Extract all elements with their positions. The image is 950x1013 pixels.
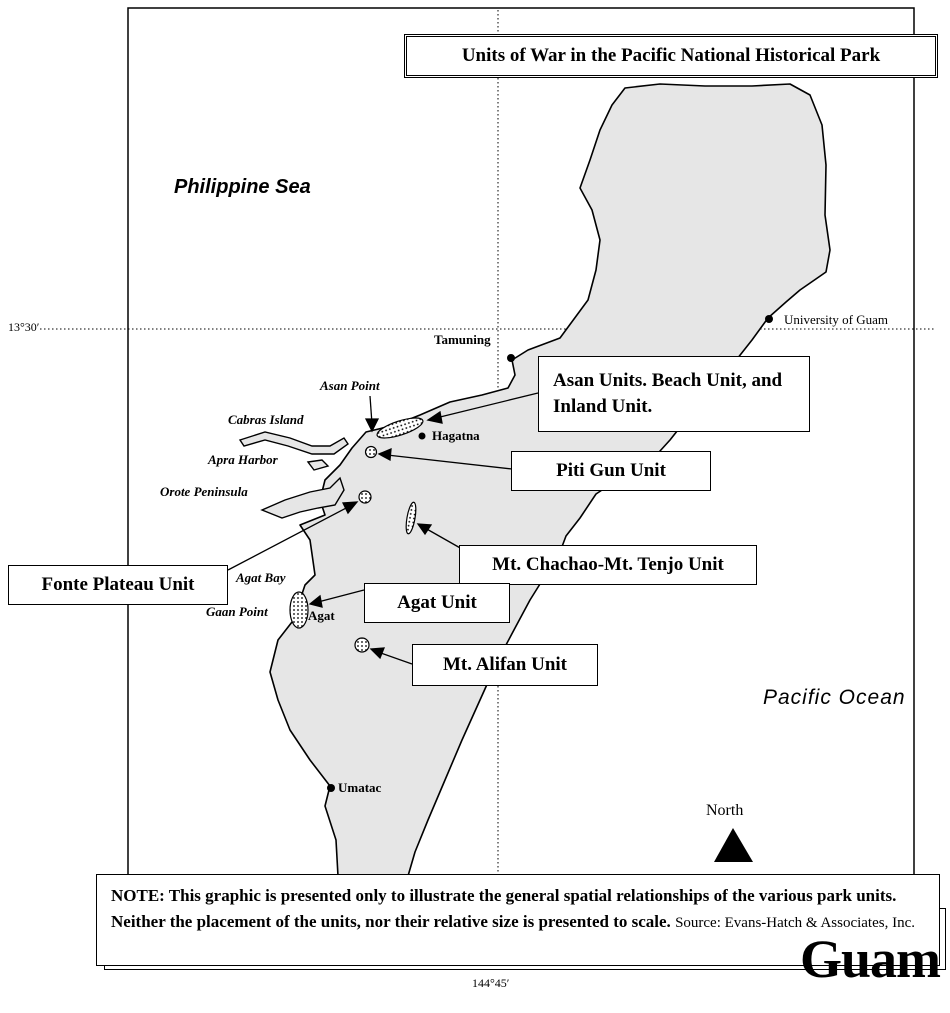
map-title: Units of War in the Pacific National His… <box>404 34 938 78</box>
chachao-arrow <box>424 527 463 550</box>
chachao-tenjo-unit-box: Mt. Chachao-Mt. Tenjo Unit <box>459 545 757 585</box>
tamuning-label: Tamuning <box>434 332 491 347</box>
longitude-label: 144°45′ <box>472 976 510 990</box>
fonte-plateau-unit-box: Fonte Plateau Unit <box>8 565 228 605</box>
mt-alifan-unit-box: Mt. Alifan Unit <box>412 644 598 686</box>
chachao-tenjo-unit-label: Mt. Chachao-Mt. Tenjo Unit <box>492 554 724 575</box>
agat-unit-box: Agat Unit <box>364 583 510 623</box>
fonte-plateau-unit-label: Fonte Plateau Unit <box>41 574 195 595</box>
cabras-island <box>238 431 349 455</box>
piti-arrow <box>386 454 513 470</box>
arrowhead <box>308 594 323 608</box>
asan-beach-unit-shape <box>376 417 424 439</box>
piti-gun-unit-shape <box>364 445 378 459</box>
hagatna-label: Hagatna <box>432 428 480 443</box>
arrowhead <box>377 447 392 462</box>
orote-peninsula <box>260 476 345 519</box>
north-arrow-icon <box>714 828 753 862</box>
agat-label: Agat <box>308 608 335 623</box>
note-source: Source: Evans-Hatch & Associates, Inc. <box>675 915 915 931</box>
fonte-plateau-unit-shape <box>358 490 372 504</box>
alifan-unit-shape <box>354 637 370 653</box>
university-dot <box>765 315 773 323</box>
agat-arrow <box>317 589 365 603</box>
hagatna-dot <box>418 432 426 440</box>
pacific-ocean-label: Pacific Ocean <box>763 686 906 709</box>
arrowhead <box>364 418 380 433</box>
fonte-arrow <box>227 505 351 571</box>
arrowhead <box>426 410 443 424</box>
umatac-label: Umatac <box>338 780 382 795</box>
note-text: NOTE: This graphic is presented only to … <box>111 886 897 931</box>
mt-alifan-unit-label: Mt. Alifan Unit <box>442 654 568 675</box>
chachao-tenjo-unit-shape <box>405 501 417 535</box>
piti-gun-unit-label: Piti Gun Unit <box>556 460 666 481</box>
orote-peninsula-label: Orote Peninsula <box>160 484 248 499</box>
tamuning-dot <box>507 354 515 362</box>
agat-unit-shape <box>289 591 309 629</box>
arrowhead <box>416 523 433 536</box>
apra-harbor-label: Apra Harbor <box>208 452 278 467</box>
note-box: NOTE: This graphic is presented only to … <box>96 874 940 966</box>
philippine-sea-label: Philippine Sea <box>174 176 311 198</box>
latitude-label: 13°30′ <box>8 320 40 334</box>
asan-point-label: Asan Point <box>320 378 380 393</box>
university-label: University of Guam <box>784 312 888 327</box>
island-name: Guam <box>800 929 941 989</box>
asan-units-arrow <box>435 392 539 419</box>
alifan-arrow <box>377 651 413 665</box>
agat-unit-label: Agat Unit <box>397 592 477 613</box>
gaan-point-label: Gaan Point <box>206 604 268 619</box>
arrowhead <box>341 501 359 515</box>
agat-bay-label: Agat Bay <box>236 570 286 585</box>
piti-gun-unit-box: Piti Gun Unit <box>511 451 711 491</box>
umatac-dot <box>327 784 335 792</box>
asan-units-box: Asan Units. Beach Unit, and Inland Unit. <box>538 356 810 432</box>
arrowhead <box>369 647 385 660</box>
cabras-island-label: Cabras Island <box>228 412 304 427</box>
apra-islet <box>306 459 330 471</box>
north-label: North <box>706 802 744 819</box>
asan-units-label: Asan Units. Beach Unit, and Inland Unit. <box>553 370 783 417</box>
